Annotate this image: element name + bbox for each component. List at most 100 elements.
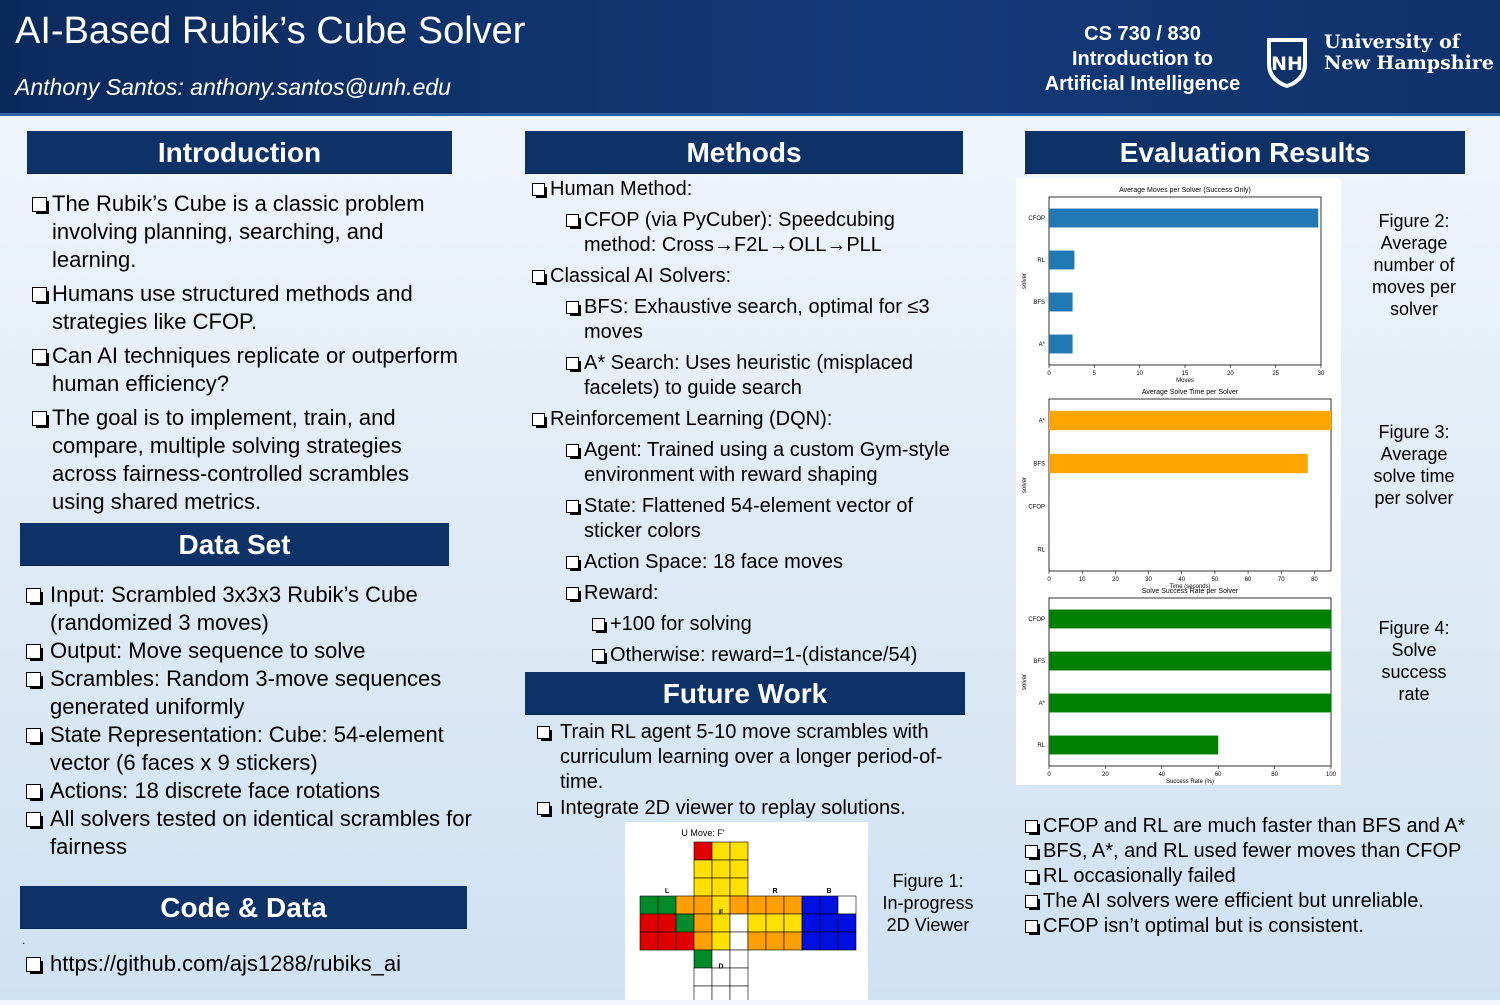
- cube-sticker: [712, 842, 730, 860]
- list-item: Actions: 18 discrete face rotations: [24, 777, 474, 805]
- list-item: CFOP isn’t optimal but is consistent.: [1023, 914, 1478, 939]
- cube-sticker: [694, 842, 712, 860]
- university-line: New Hampshire: [1324, 53, 1494, 74]
- method-item: Reinforcement Learning (DQN):: [530, 407, 970, 432]
- checkbox-bullet-icon: [532, 413, 545, 426]
- methods-list: Human Method:CFOP (via PyCuber): Speedcu…: [530, 177, 970, 674]
- dataset-heading: Data Set: [20, 523, 449, 565]
- x-tick-label: 20: [1102, 772, 1109, 778]
- method-item: Classical AI Solvers:: [530, 264, 970, 289]
- chart-bar: [1049, 610, 1331, 629]
- category-tick-label: BFS: [1033, 300, 1045, 306]
- list-item-text: State Representation: Cube: 54-element v…: [50, 722, 444, 775]
- figure-4-caption: Figure 4: Solve success rate: [1358, 617, 1470, 705]
- list-item: The goal is to implement, train, and com…: [30, 404, 460, 516]
- list-item-text: CFOP isn’t optimal but is consistent.: [1043, 915, 1364, 937]
- cube-sticker: [694, 968, 712, 986]
- checkbox-bullet-icon: [26, 672, 41, 687]
- cube-sticker: [838, 914, 856, 932]
- cube-sticker: [640, 914, 658, 932]
- cube-sticker: [820, 914, 838, 932]
- list-item: Humans use structured methods and strate…: [30, 280, 460, 336]
- introduction-heading: Introduction: [27, 131, 452, 173]
- checkbox-bullet-icon: [26, 588, 41, 603]
- method-item: Agent: Trained using a custom Gym-style …: [530, 438, 970, 488]
- future-work-heading: Future Work: [525, 672, 965, 714]
- caption-line: Figure 1:: [872, 870, 984, 892]
- method-item: Otherwise: reward=1-(distance/54): [530, 643, 970, 668]
- x-tick-label: 5: [1093, 371, 1097, 377]
- x-axis-label: Moves: [1176, 378, 1194, 384]
- list-item-text: Scrambles: Random 3-move sequences gener…: [50, 666, 441, 719]
- cube-sticker: [784, 896, 802, 914]
- cube-sticker: [712, 914, 730, 932]
- y-axis-label: solver: [1022, 477, 1028, 493]
- poster-title: AI-Based Rubik’s Cube Solver: [15, 10, 525, 53]
- list-item-text: Output: Move sequence to solve: [50, 638, 366, 663]
- cube-sticker: [730, 932, 748, 950]
- findings-list: CFOP and RL are much faster than BFS and…: [1023, 814, 1478, 939]
- caption-line: Solve: [1358, 639, 1470, 661]
- cube-sticker: [748, 914, 766, 932]
- x-tick-label: 20: [1227, 371, 1234, 377]
- checkbox-bullet-icon: [1025, 845, 1038, 858]
- method-item-text: Action Space: 18 face moves: [584, 551, 843, 573]
- cube-sticker: [712, 860, 730, 878]
- chart-bar: [1049, 251, 1074, 270]
- cube-sticker: [820, 932, 838, 950]
- category-tick-label: BFS: [1033, 659, 1045, 665]
- chart-title: Solve Success Rate per Solver: [1142, 588, 1239, 595]
- cube-sticker: [694, 878, 712, 896]
- x-axis-label: Success Rate (%): [1166, 779, 1214, 785]
- chart-bar: [1049, 335, 1073, 354]
- viewer-move-label: U Move: F': [681, 828, 725, 838]
- caption-line: solver: [1358, 298, 1470, 320]
- checkbox-bullet-icon: [537, 726, 550, 739]
- checkbox-bullet-icon: [1025, 895, 1038, 908]
- x-tick-label: 30: [1318, 371, 1325, 377]
- cube-sticker: [694, 896, 712, 914]
- list-item: Scrambles: Random 3-move sequences gener…: [24, 665, 474, 721]
- cube-sticker: [730, 968, 748, 986]
- list-item: Integrate 2D viewer to replay solutions.: [525, 796, 965, 821]
- x-tick-label: 15: [1182, 371, 1189, 377]
- chart-bar: [1049, 293, 1073, 312]
- cube-sticker: [784, 932, 802, 950]
- introduction-list: The Rubik’s Cube is a classic problem in…: [30, 190, 460, 522]
- method-item-text: Agent: Trained using a custom Gym-style …: [584, 439, 950, 486]
- code-data-list: https://github.com/ajs1288/rubiks_ai: [24, 950, 474, 978]
- y-axis-label: solver: [1022, 273, 1028, 289]
- checkbox-bullet-icon: [566, 556, 579, 569]
- cube-sticker: [730, 986, 748, 1000]
- x-tick-label: 10: [1079, 577, 1086, 583]
- caption-line: In-progress: [872, 892, 984, 914]
- x-tick-label: 0: [1047, 577, 1051, 583]
- repo-link[interactable]: https://github.com/ajs1288/rubiks_ai: [50, 951, 401, 976]
- method-item: CFOP (via PyCuber): Speedcubing method: …: [530, 208, 970, 258]
- x-tick-label: 0: [1047, 371, 1051, 377]
- poster-header: AI-Based Rubik’s Cube Solver Anthony San…: [0, 0, 1500, 116]
- checkbox-bullet-icon: [1025, 920, 1038, 933]
- category-tick-label: A*: [1039, 342, 1046, 348]
- list-item: Train RL agent 5-10 move scrambles with …: [525, 720, 965, 795]
- x-tick-label: 10: [1136, 371, 1143, 377]
- chart-bar: [1049, 652, 1331, 671]
- list-item-text: Input: Scrambled 3x3x3 Rubik’s Cube (ran…: [50, 582, 418, 635]
- category-tick-label: CFOP: [1028, 505, 1045, 511]
- list-item: Output: Move sequence to solve: [24, 637, 474, 665]
- logo-text: NH: [1271, 53, 1303, 75]
- checkbox-bullet-icon: [26, 784, 41, 799]
- face-label: D: [718, 964, 723, 971]
- caption-line: moves per: [1358, 276, 1470, 298]
- cube-sticker: [712, 878, 730, 896]
- checkbox-bullet-icon: [26, 812, 41, 827]
- method-item-text: CFOP (via PyCuber): Speedcubing method: …: [584, 209, 895, 256]
- x-tick-label: 20: [1112, 577, 1119, 583]
- cube-sticker: [694, 986, 712, 1000]
- list-item-text: RL occasionally failed: [1043, 865, 1236, 887]
- caption-line: solve time: [1358, 465, 1470, 487]
- checkbox-bullet-icon: [532, 270, 545, 283]
- x-tick-label: 60: [1215, 772, 1222, 778]
- figure-2-caption: Figure 2: Average number of moves per so…: [1358, 210, 1470, 320]
- cube-sticker: [730, 878, 748, 896]
